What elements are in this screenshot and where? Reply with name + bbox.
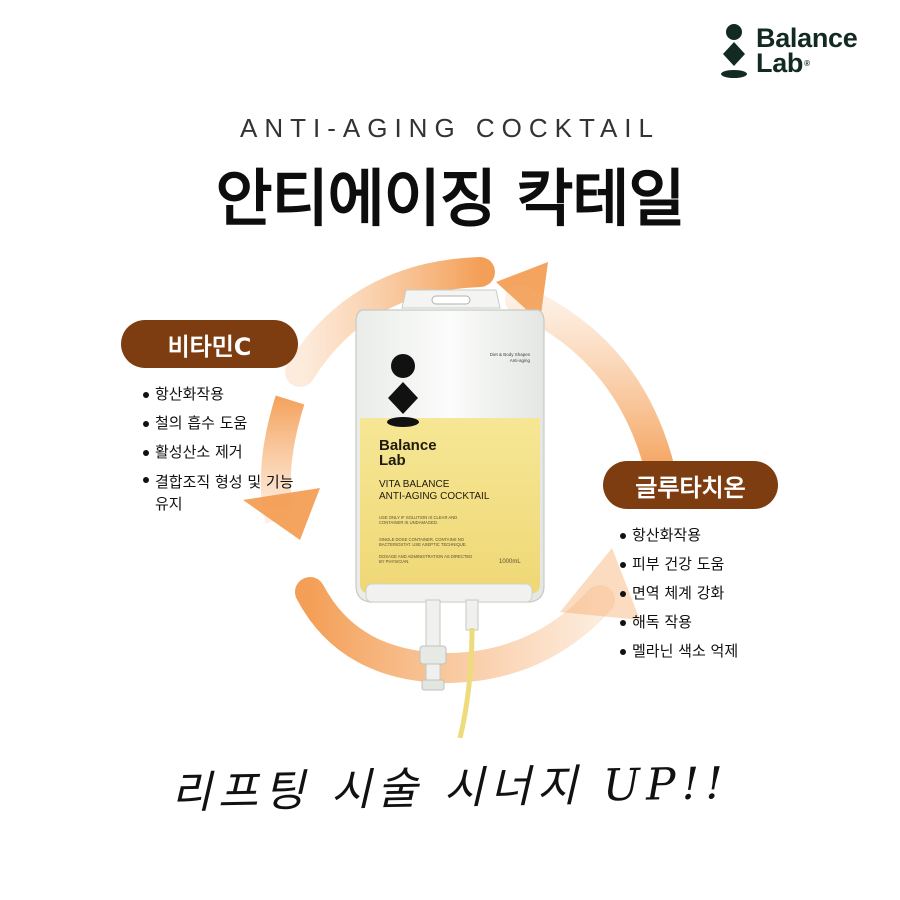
- bag-fine-print-3: DOSAGE AND ADMINISTRATION AS DIRECTED BY…: [379, 554, 473, 564]
- bag-volume: 1000mL: [499, 559, 521, 565]
- iv-bag-icon: [355, 289, 545, 738]
- registered-mark: ®: [804, 59, 810, 68]
- list-item: 해독 작용: [620, 608, 790, 637]
- page-title: 안티에이징 칵테일: [215, 162, 686, 235]
- bag-corner-text: Diet & Body Shapes Anti-aging: [489, 352, 530, 363]
- bag-fine-print-1: USE ONLY IF SOLUTION IS CLEAR AND CONTAI…: [379, 515, 458, 525]
- bag-brand-line1: Balance: [379, 437, 437, 454]
- vitamin-c-badge: 비타민C: [121, 320, 298, 368]
- list-item: 결합조직 형성 및 기능 유지: [143, 467, 303, 515]
- list-item: 항산화작용: [143, 380, 303, 409]
- bag-product-name: VITA BALANCE ANTI-AGING COCKTAIL: [379, 479, 489, 503]
- glutathione-badge: 글루타치온: [603, 461, 778, 509]
- brand-line1: Balance: [756, 23, 858, 53]
- list-item: 멜라닌 색소 억제: [620, 637, 790, 666]
- subtitle: ANTI-AGING COCKTAIL: [240, 113, 660, 143]
- list-item: 면역 체계 강화: [620, 579, 790, 608]
- bag-product-line1: VITA BALANCE: [379, 479, 450, 490]
- bag-product-line2: ANTI-AGING COCKTAIL: [379, 491, 490, 502]
- list-item: 피부 건강 도움: [620, 550, 790, 579]
- list-item: 활성산소 제거: [143, 438, 303, 467]
- bag-fine-print-2: SINGLE DOSE CONTAINER. CONTAINS NO BACTE…: [379, 537, 467, 547]
- bag-brand: Balance Lab: [379, 438, 437, 468]
- balance-lab-logo-icon: [721, 24, 747, 78]
- list-item: 철의 흡수 도움: [143, 409, 303, 438]
- iv-bag-image: Diet & Body Shapes Anti-aging Balance La…: [348, 288, 550, 738]
- vitamin-c-benefits-list: 항산화작용 철의 흡수 도움 활성산소 제거 결합조직 형성 및 기능 유지: [143, 380, 303, 515]
- brand-name: Balance Lab®: [756, 23, 858, 78]
- bag-brand-line2: Lab: [379, 452, 406, 469]
- brand-line2: Lab: [756, 48, 804, 78]
- list-item: 항산화작용: [620, 521, 790, 550]
- brand-logo: Balance Lab®: [718, 22, 878, 82]
- glutathione-benefits-list: 항산화작용 피부 건강 도움 면역 체계 강화 해독 작용 멜라닌 색소 억제: [620, 521, 790, 666]
